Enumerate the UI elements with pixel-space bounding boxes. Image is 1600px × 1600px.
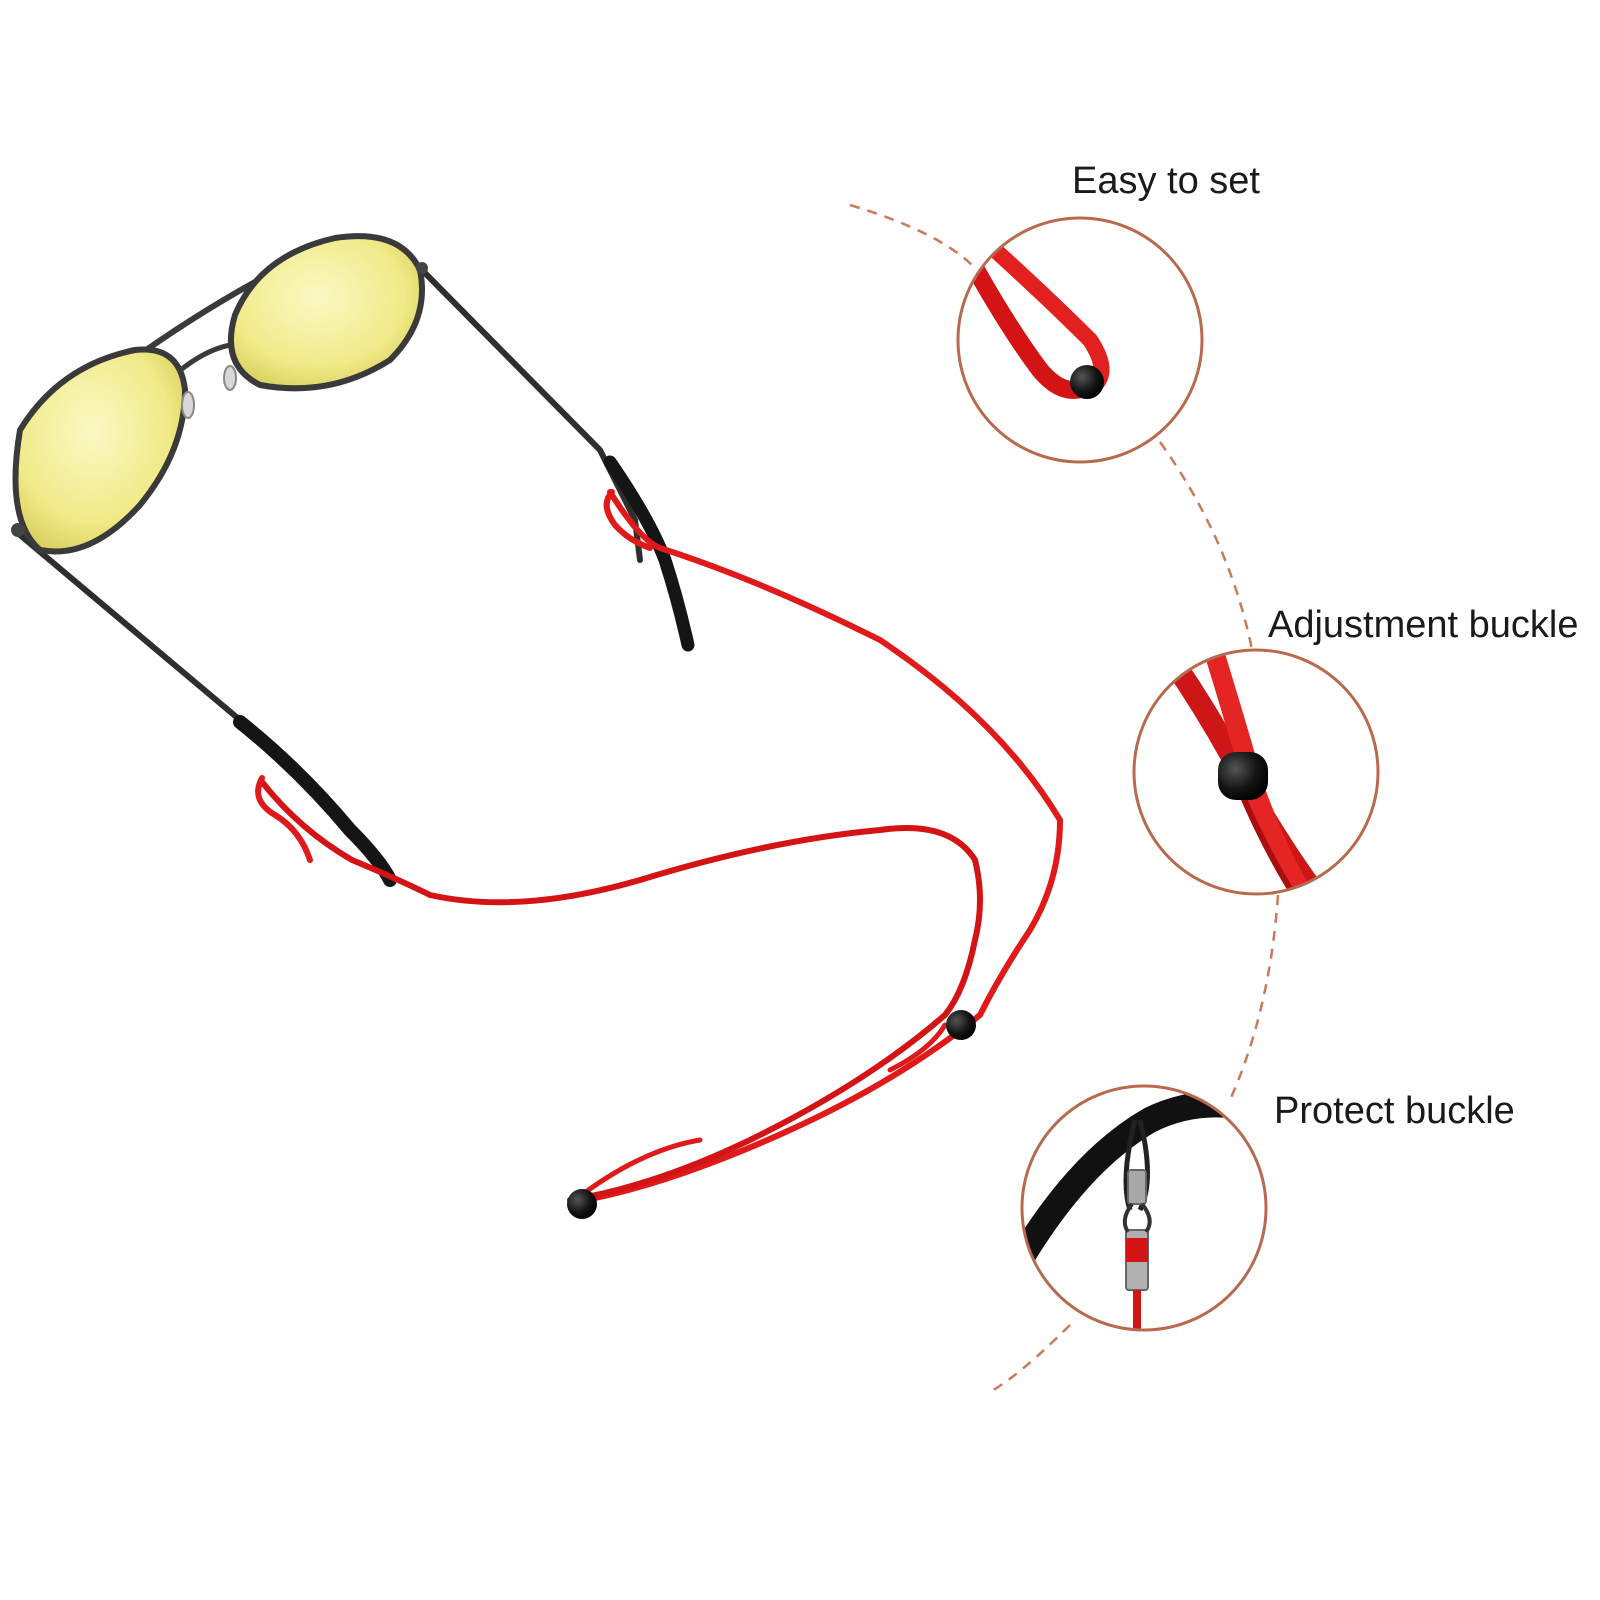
callout-label-protect-buckle: Protect buckle — [1274, 1090, 1515, 1132]
bead-icon — [946, 1010, 976, 1040]
bead-icon — [567, 1189, 597, 1219]
callout-label-adjustment-buckle: Adjustment buckle — [1268, 604, 1579, 646]
cord-icon — [255, 489, 1064, 1203]
sunglasses-icon — [11, 233, 695, 887]
callout-protect-buckle — [1020, 1084, 1268, 1332]
dashed-arc — [849, 203, 1280, 1394]
callout-label-easy-to-set: Easy to set — [1072, 160, 1260, 202]
callout-adjustment-buckle — [1132, 648, 1380, 896]
callout-easy-to-set — [956, 216, 1204, 464]
